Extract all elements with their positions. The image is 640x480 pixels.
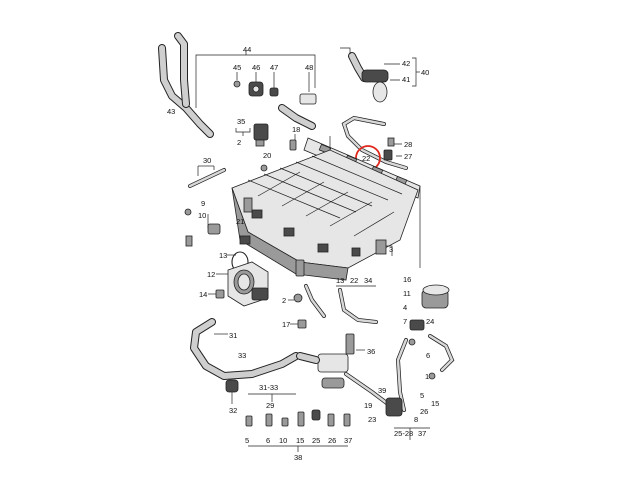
valve-36 (296, 333, 390, 406)
label-37: 37 (418, 429, 426, 438)
label-15: 15 (431, 399, 439, 408)
label-35: 35 (237, 117, 245, 126)
throttle-body-12 (227, 261, 269, 307)
label-29: 29 (266, 401, 274, 410)
label-36: 36 (367, 347, 375, 356)
label-22b: 22 (350, 276, 358, 285)
rail-30 (188, 168, 226, 188)
label-8: 8 (414, 415, 418, 424)
label-32: 32 (229, 406, 237, 415)
label-25-28: 25-28 (394, 429, 413, 438)
vacuum-valve-46 (233, 80, 317, 130)
label-30: 30 (203, 156, 211, 165)
label-2: 2 (237, 138, 241, 147)
label-17: 17 (282, 320, 290, 329)
label-3: 3 (389, 245, 393, 254)
label-13: 13 (219, 251, 227, 260)
pcv-hose-40 (348, 52, 420, 103)
bottom-label-37: 37 (344, 436, 352, 445)
label-38: 38 (294, 453, 302, 462)
label-11: 11 (403, 289, 411, 298)
label-1: 1 (425, 372, 429, 381)
label-4: 4 (403, 303, 407, 312)
intake-manifold (231, 149, 419, 281)
label-44: 44 (243, 45, 251, 54)
label-20: 20 (263, 151, 271, 160)
label-22: 22 (362, 154, 370, 163)
label-40: 40 (421, 68, 429, 77)
label-42: 42 (402, 59, 410, 68)
label-5: 5 (420, 391, 424, 400)
bolt-14 (215, 289, 225, 299)
label-45: 45 (233, 63, 241, 72)
label-18: 18 (292, 125, 300, 134)
label-21: 21 (236, 217, 244, 226)
label-9: 9 (201, 199, 205, 208)
label-39: 39 (378, 386, 386, 395)
label-19: 19 (364, 401, 372, 410)
label-7: 7 (403, 317, 407, 326)
sensor-35 (253, 123, 269, 172)
bracket-9 (184, 208, 251, 247)
bottom-label-25: 25 (312, 436, 320, 445)
label-46: 46 (252, 63, 260, 72)
label-26: 26 (420, 407, 428, 416)
label-47: 47 (270, 63, 278, 72)
breather-pipe (341, 115, 408, 170)
label-6: 6 (426, 351, 430, 360)
egr-valve-right (385, 284, 455, 417)
bottom-label-6: 6 (266, 436, 270, 445)
label-14: 14 (199, 290, 207, 299)
bolt-18 (289, 139, 297, 151)
label-2b: 2 (282, 296, 286, 305)
bottom-label-5: 5 (245, 436, 249, 445)
label-31: 31 (229, 331, 237, 340)
label-34: 34 (364, 276, 372, 285)
label-48: 48 (305, 63, 313, 72)
hose-33 (190, 318, 300, 393)
label-28: 28 (404, 140, 412, 149)
bottom-label-26: 26 (328, 436, 336, 445)
callout-bracket-44 (195, 50, 316, 108)
bottom-label-15: 15 (296, 436, 304, 445)
label-23: 23 (368, 415, 376, 424)
bottom-fasteners (245, 409, 351, 427)
label-13b: 13 (336, 276, 344, 285)
label-31-33: 31-33 (259, 383, 278, 392)
label-27: 27 (404, 152, 412, 161)
label-12: 12 (207, 270, 215, 279)
label-24: 24 (426, 317, 434, 326)
label-33: 33 (238, 351, 246, 360)
label-10: 10 (198, 211, 206, 220)
pipe-2 (293, 259, 326, 318)
bottom-label-10: 10 (279, 436, 287, 445)
label-16: 16 (403, 275, 411, 284)
label-41: 41 (402, 75, 410, 84)
label-43: 43 (167, 107, 175, 116)
bolt-17 (297, 319, 307, 329)
hose-43 (158, 32, 214, 138)
pipe-34 (338, 288, 378, 324)
